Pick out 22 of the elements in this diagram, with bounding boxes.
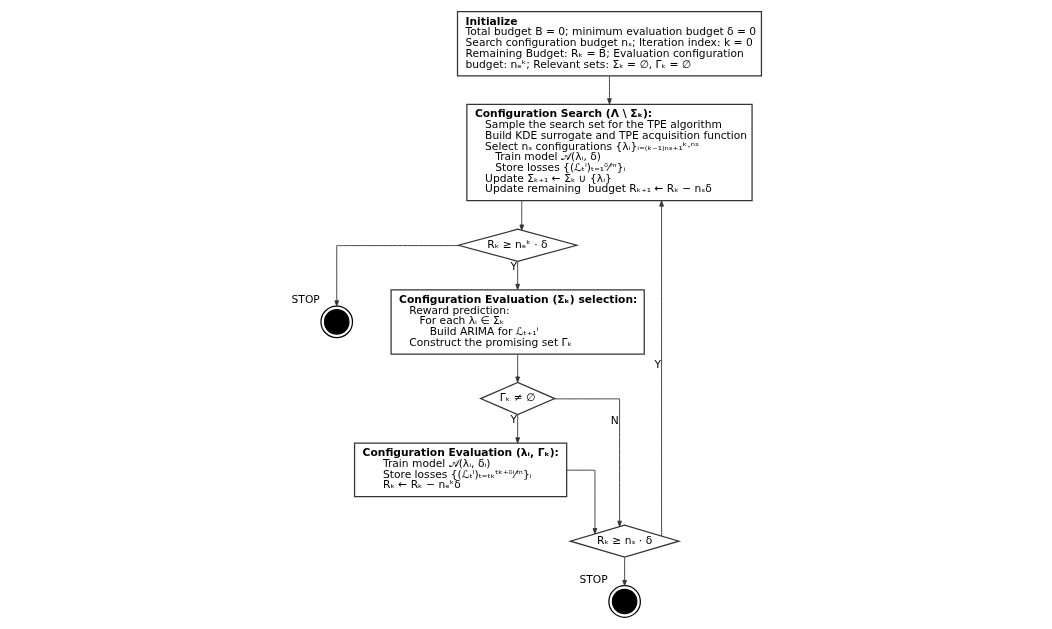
arrow [658, 200, 664, 537]
edge-label: Y [510, 413, 517, 427]
arrow [553, 398, 622, 527]
node-box: Configuration Evaluation (λᵢ, Γₖ): Train model 𝒜(λᵢ, δᵢ) Store losses {(ℒₜⁱ)ₜ₌ₜₖᵗᵏ⁺ᵟⁱ⁄ᵐ}ᵢ Rₖ ← Rₖ − nₑᵏδ [353, 442, 567, 498]
node-label: STOP [291, 293, 320, 307]
node-diamond: Rₖ ≥ nₛ · δ [567, 524, 681, 558]
node-box: Configuration Evaluation (Σₖ) selection: Reward prediction: For each λᵢ ∈ Σₖ Build ARIMA for ℒₜ₊₁ⁱ Construct the promising set Γₖ [389, 289, 645, 355]
edge-label: Y [510, 259, 517, 273]
arrow [565, 469, 597, 535]
node-box: Initialize Total budget B = 0; minimum evaluation budget δ = 0 Search configuration budget nₛ; Iteration index: k = 0 Remaining Budget: Rₖ = B; Evaluation configuration budget: nₑᵏ; Relevant sets: Σₖ = ∅, Γₖ = ∅ [456, 11, 762, 77]
arrow [606, 75, 612, 105]
node-box: Configuration Search (Λ \ Σₖ): Sample the search set for the TPE algorithm Build KDE surrogate and TPE acquisition function Select nₛ configurations {λᵢ}ᵢ₌₍ₖ₋₁₎ₙₛ₊₁ᵏ·ⁿˢ Train model 𝒜(λᵢ, δ) Store losses {(ℒₜⁱ)ₜ₌₁ᵟ⁄ᵐ}ᵢ Update Σₖ₊₁ ← Σₖ ∪ {λᵢ} Update remaining budget Rₖ₊₁ ← Rₖ − nₛδ [465, 103, 753, 202]
arrow [514, 261, 520, 291]
arrow [514, 353, 520, 383]
node-diamond: Γₖ ≠ ∅ [478, 381, 556, 416]
arrow [621, 556, 627, 587]
edge-label: Y [653, 358, 661, 372]
arrow [518, 200, 524, 231]
arrow [333, 245, 460, 307]
node-label: STOP [578, 572, 608, 586]
edge-label: N [610, 414, 619, 428]
arrow [514, 414, 520, 444]
